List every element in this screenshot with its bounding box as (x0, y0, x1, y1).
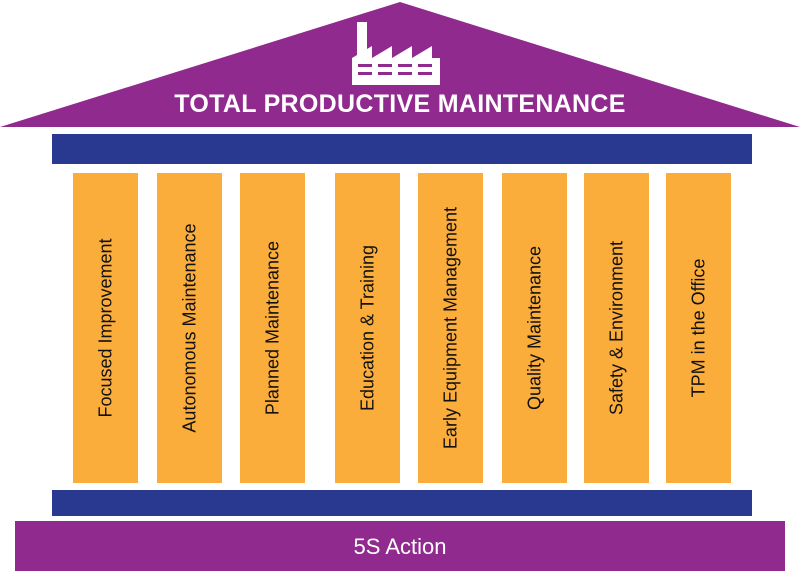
pillar-label: Autonomous Maintenance (179, 223, 199, 433)
pillar-quality-maintenance: Quality Maintenance (502, 173, 567, 483)
pillar-planned-maintenance: Planned Maintenance (240, 173, 305, 483)
pillar-label: TPM in the Office (688, 258, 708, 398)
pillar-label: Early Equipment Management (440, 206, 460, 450)
diagram-title: TOTAL PRODUCTIVE MAINTENANCE (174, 90, 626, 118)
base-label: 5S Action (353, 534, 447, 559)
factory-icon (352, 22, 440, 85)
pillar-education-training: Education & Training (335, 173, 400, 483)
pillar-early-equipment-management: Early Equipment Management (418, 173, 483, 483)
pillar-tpm-office: TPM in the Office (666, 173, 731, 483)
bottom-beam (52, 490, 752, 516)
pillar-label: Education & Training (357, 244, 377, 412)
pillar-focused-improvement: Focused Improvement (73, 173, 138, 483)
pillar-label: Planned Maintenance (262, 240, 282, 416)
top-beam (52, 134, 752, 164)
base-foundation: 5S Action (15, 521, 785, 571)
pillar-label: Quality Maintenance (524, 245, 544, 411)
pillar-safety-environment: Safety & Environment (584, 173, 649, 483)
pillar-autonomous-maintenance: Autonomous Maintenance (157, 173, 222, 483)
roof (0, 2, 800, 127)
pillar-label: Safety & Environment (606, 240, 626, 416)
pillar-label: Focused Improvement (95, 238, 115, 418)
